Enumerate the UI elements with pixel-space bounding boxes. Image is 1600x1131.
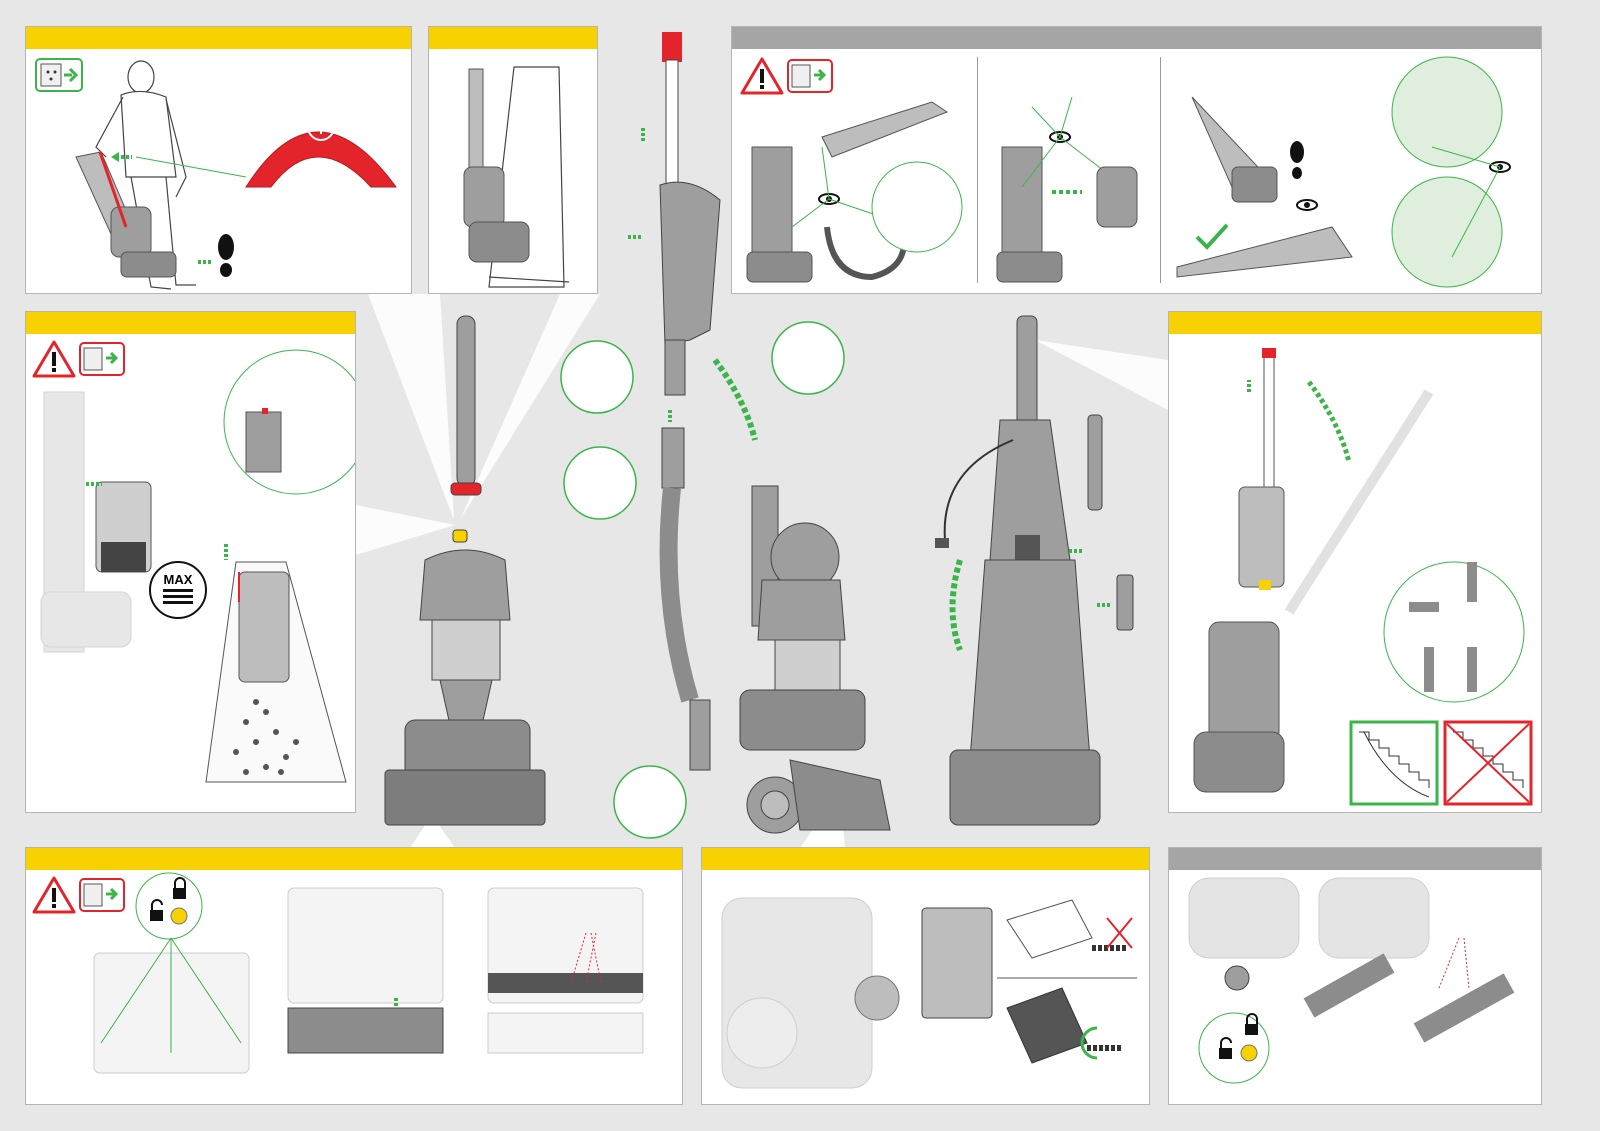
vacuum-ghost	[721, 897, 873, 1089]
vacuum-rear-view	[935, 315, 1134, 826]
dust-particles	[233, 699, 299, 775]
carry-illustration	[463, 66, 570, 288]
padlock-open-icon	[150, 899, 163, 921]
max-label: MAX	[164, 572, 193, 587]
vacuum-carried	[463, 68, 530, 263]
footprint-icon	[1290, 141, 1304, 179]
panel-brushbar-removal	[1168, 847, 1542, 1105]
vacuum-reclined	[75, 151, 177, 278]
panel-switch-off	[25, 26, 412, 294]
wand-release-illustration	[1193, 348, 1533, 806]
filter-wash-illustration	[721, 897, 1137, 1089]
switch-off-illustration	[35, 58, 397, 290]
vacuum-front-view	[384, 315, 546, 826]
padlock-closed-icon	[173, 877, 186, 899]
power-button-icon	[245, 113, 397, 188]
cross-icon	[1106, 917, 1133, 949]
panel-carry	[428, 26, 598, 294]
panel-header-bar	[429, 27, 597, 49]
panel-header-bar	[732, 27, 1541, 49]
panel-empty-bin: MAX	[25, 311, 356, 813]
panel-filter-wash	[701, 847, 1150, 1105]
brushbar-access-illustration	[32, 872, 644, 1074]
warning-triangle-icon	[32, 876, 76, 914]
unplug-socket-icon	[35, 58, 83, 92]
detail-callouts	[560, 321, 845, 839]
unplug-socket-icon	[79, 342, 125, 376]
padlock-closed-icon	[1245, 1013, 1258, 1035]
panel-brushbar-access	[25, 847, 683, 1105]
panel-header-bar	[26, 312, 355, 334]
panel-header-bar	[1169, 312, 1541, 334]
warning-triangle-icon	[740, 57, 784, 95]
panel-header-bar	[26, 848, 682, 870]
sub-divider	[977, 57, 978, 283]
vacuum-side-view	[739, 485, 891, 834]
stairs-allowed-icon	[1349, 720, 1439, 806]
sub-divider	[1160, 57, 1161, 283]
wand-and-hose	[628, 32, 721, 771]
stairs-forbidden-icon	[1443, 720, 1533, 806]
panel-wand-release	[1168, 311, 1542, 813]
bin-max-fill-indicator: MAX	[149, 561, 207, 619]
footprint-icon	[218, 234, 234, 277]
checkmark-icon	[1195, 223, 1229, 250]
padlock-open-icon	[1219, 1037, 1232, 1059]
panel-header-bar	[702, 848, 1149, 870]
panel-header-bar	[26, 27, 411, 49]
panel-header-bar	[1169, 848, 1541, 870]
vacuum-ghost	[40, 391, 132, 653]
panel-blockage-check	[731, 26, 1542, 294]
unplug-socket-icon	[79, 878, 125, 912]
unplug-socket-icon	[787, 59, 833, 93]
blockage-check-illustration	[740, 56, 1511, 288]
empty-bin-illustration: MAX	[32, 340, 355, 783]
brushbar-removal-illustration	[1188, 877, 1515, 1084]
warning-triangle-icon	[32, 340, 76, 378]
